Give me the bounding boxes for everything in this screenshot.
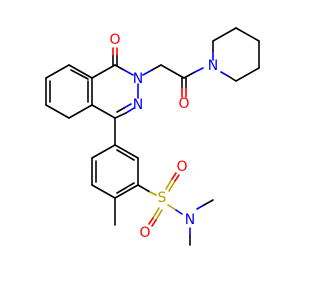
- bond: [45, 64, 70, 79]
- bond: [194, 67, 204, 73]
- bond: [171, 172, 177, 180]
- bond: [116, 182, 135, 194]
- bond: [151, 219, 157, 227]
- bond: [152, 207, 160, 219]
- bond: [68, 104, 93, 119]
- bond: [227, 75, 237, 82]
- bond: [203, 199, 214, 206]
- bond: [155, 209, 163, 221]
- bonds: [45, 27, 260, 246]
- atom-labels: O N N O N S O O N: [109, 32, 218, 241]
- atom-label-nitrogen: N: [133, 71, 143, 87]
- bond: [68, 64, 93, 79]
- bond: [125, 107, 135, 114]
- molecule-structure: O N N O N S O O N: [45, 27, 260, 246]
- atom-label-oxygen: O: [178, 96, 189, 112]
- bond: [123, 103, 132, 109]
- atom-label-nitrogen: N: [185, 212, 195, 228]
- bond: [235, 27, 260, 42]
- bond: [175, 209, 183, 215]
- bond: [148, 217, 154, 225]
- bond: [45, 104, 70, 119]
- atom-label-oxygen: O: [139, 225, 150, 241]
- bond: [196, 204, 205, 210]
- bond: [220, 71, 229, 77]
- bond: [151, 64, 162, 71]
- bond: [160, 64, 185, 79]
- bond: [167, 204, 177, 211]
- bond: [168, 180, 176, 192]
- atom-label-oxygen: O: [109, 32, 120, 48]
- bond: [70, 69, 89, 80]
- bond: [114, 64, 125, 71]
- bond: [114, 112, 127, 119]
- bond: [91, 184, 116, 199]
- bond: [137, 184, 151, 193]
- bond: [174, 174, 180, 182]
- bond: [149, 191, 157, 196]
- bond: [114, 184, 139, 199]
- atom-label-nitrogen: N: [208, 58, 218, 74]
- bond: [165, 178, 173, 190]
- atom-label-oxygen: O: [176, 159, 187, 175]
- bond: [91, 64, 116, 79]
- bond: [212, 27, 237, 42]
- bond: [116, 149, 135, 161]
- bond: [183, 71, 196, 79]
- bond: [123, 69, 134, 76]
- bond: [142, 69, 153, 76]
- atom-label-sulfur: S: [158, 190, 167, 206]
- bond: [235, 67, 260, 82]
- bond: [116, 107, 125, 113]
- bond: [114, 144, 139, 159]
- bond: [91, 104, 116, 119]
- bond: [91, 144, 116, 159]
- atom-label-nitrogen: N: [133, 97, 143, 113]
